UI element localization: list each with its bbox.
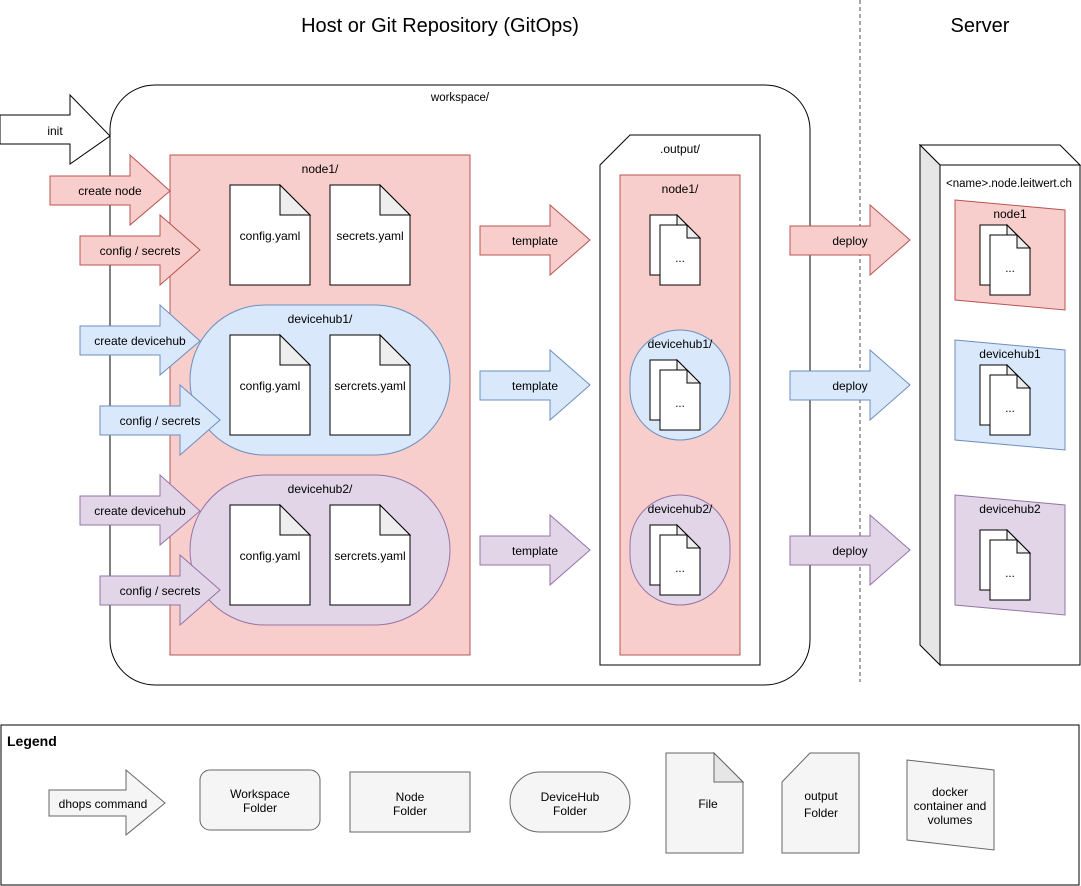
server-container-devicehub2[interactable]: devicehub2 ...	[954, 494, 1066, 616]
legend-label: File	[698, 797, 718, 811]
container-label: devicehub1	[979, 347, 1041, 361]
devicehub1-config-secrets-arrow[interactable]: config / secrets	[99, 383, 221, 457]
init-label: init	[47, 124, 63, 138]
workspace-label: workspace/	[430, 92, 490, 104]
file-name: secrets.yaml	[336, 229, 403, 243]
file-config-yaml[interactable]: config.yaml	[229, 333, 312, 436]
deploy-node-arrow[interactable]: deploy	[789, 203, 911, 277]
output-devicehub1-label: devicehub1/	[648, 337, 713, 351]
file-secrets-yaml[interactable]: sercrets.yaml	[329, 503, 412, 606]
template-node-arrow[interactable]: template	[479, 203, 591, 277]
legend-item-workspace-folder: Workspace Folder	[199, 769, 321, 831]
legend-item-command-arrow: dhops command	[48, 768, 166, 837]
legend-title: Legend	[7, 733, 57, 749]
node-config-secrets-arrow[interactable]: config / secrets	[79, 213, 201, 287]
output-devicehub2-files[interactable]: ...	[649, 523, 702, 596]
legend-label: Node	[396, 790, 425, 804]
file-name: sercrets.yaml	[334, 379, 405, 393]
host-section-title: Host or Git Repository (GitOps)	[301, 15, 579, 37]
output-devicehub1-files[interactable]: ...	[649, 358, 702, 431]
server-section-title: Server	[951, 15, 1010, 37]
file-name: config.yaml	[240, 229, 301, 243]
file-placeholder: ...	[1005, 403, 1015, 415]
file-placeholder: ...	[1005, 568, 1015, 580]
command-label: config / secrets	[120, 414, 201, 428]
devicehub2-folder[interactable]	[189, 474, 451, 626]
file-placeholder: ...	[1005, 263, 1015, 275]
container-label: devicehub2	[979, 502, 1041, 516]
file-name: config.yaml	[240, 549, 301, 563]
command-label: create node	[78, 184, 142, 198]
legend-item-docker: docker container and volumes	[906, 759, 995, 851]
command-label: config / secrets	[100, 244, 181, 258]
node-folder-label: node1/	[302, 162, 339, 176]
file-placeholder: ...	[675, 398, 685, 410]
legend-label: Workspace	[230, 787, 290, 801]
template-label: template	[512, 234, 558, 248]
file-placeholder: ...	[675, 563, 685, 575]
output-node-label: node1/	[662, 182, 699, 196]
legend-label: Folder	[804, 806, 838, 820]
output-folder-label: .output/	[660, 142, 701, 156]
template-label: template	[512, 379, 558, 393]
legend-label: Folder	[393, 804, 427, 818]
file-config-yaml[interactable]: config.yaml	[229, 183, 312, 286]
file-secrets-yaml[interactable]: sercrets.yaml	[329, 333, 412, 436]
file-secrets-yaml[interactable]: secrets.yaml	[329, 183, 412, 286]
template-devicehub2-arrow[interactable]: template	[479, 513, 591, 587]
template-label: template	[512, 544, 558, 558]
container-label: node1	[993, 207, 1027, 221]
devicehub2-label: devicehub2/	[288, 482, 353, 496]
command-label: create devicehub	[94, 334, 186, 348]
legend-label: docker	[932, 785, 968, 799]
file-name: sercrets.yaml	[334, 549, 405, 563]
file-config-yaml[interactable]: config.yaml	[229, 503, 312, 606]
devicehub2-config-secrets-arrow[interactable]: config / secrets	[99, 553, 221, 627]
legend-label: DeviceHub	[541, 790, 600, 804]
deploy-label: deploy	[832, 379, 867, 393]
output-node-files[interactable]: ...	[649, 213, 702, 286]
init-command-arrow[interactable]: init	[0, 93, 111, 165]
legend-label: Folder	[243, 801, 277, 815]
legend-label: Folder	[553, 804, 587, 818]
legend-label: volumes	[928, 813, 973, 827]
legend-item-file: File	[665, 751, 745, 854]
legend-label: container and	[914, 799, 987, 813]
devicehub1-label: devicehub1/	[288, 312, 353, 326]
file-placeholder: ...	[675, 253, 685, 265]
legend-label: output	[804, 789, 838, 803]
legend-item-devicehub-folder: DeviceHub Folder	[509, 771, 631, 833]
deploy-label: deploy	[832, 544, 867, 558]
command-label: create devicehub	[94, 504, 186, 518]
server-container-node1[interactable]: node1 ...	[954, 199, 1066, 311]
deploy-label: deploy	[832, 234, 867, 248]
command-label: config / secrets	[120, 584, 201, 598]
legend-item-node-folder: Node Folder	[349, 771, 471, 833]
file-name: config.yaml	[240, 379, 301, 393]
server-container-devicehub1[interactable]: devicehub1 ...	[954, 339, 1066, 451]
deploy-devicehub1-arrow[interactable]: deploy	[789, 348, 911, 422]
create-node-arrow[interactable]: create node	[49, 153, 171, 227]
server-host-label: <name>.node.leitwert.ch	[946, 178, 1072, 190]
legend-item-output-folder: output Folder	[781, 752, 860, 854]
output-devicehub2-label: devicehub2/	[648, 502, 713, 516]
devicehub1-folder[interactable]	[189, 304, 451, 456]
create-devicehub2-arrow[interactable]: create devicehub	[79, 473, 201, 547]
template-devicehub1-arrow[interactable]: template	[479, 348, 591, 422]
create-devicehub1-arrow[interactable]: create devicehub	[79, 303, 201, 377]
deploy-devicehub2-arrow[interactable]: deploy	[789, 513, 911, 587]
legend-label: dhops command	[59, 797, 148, 811]
